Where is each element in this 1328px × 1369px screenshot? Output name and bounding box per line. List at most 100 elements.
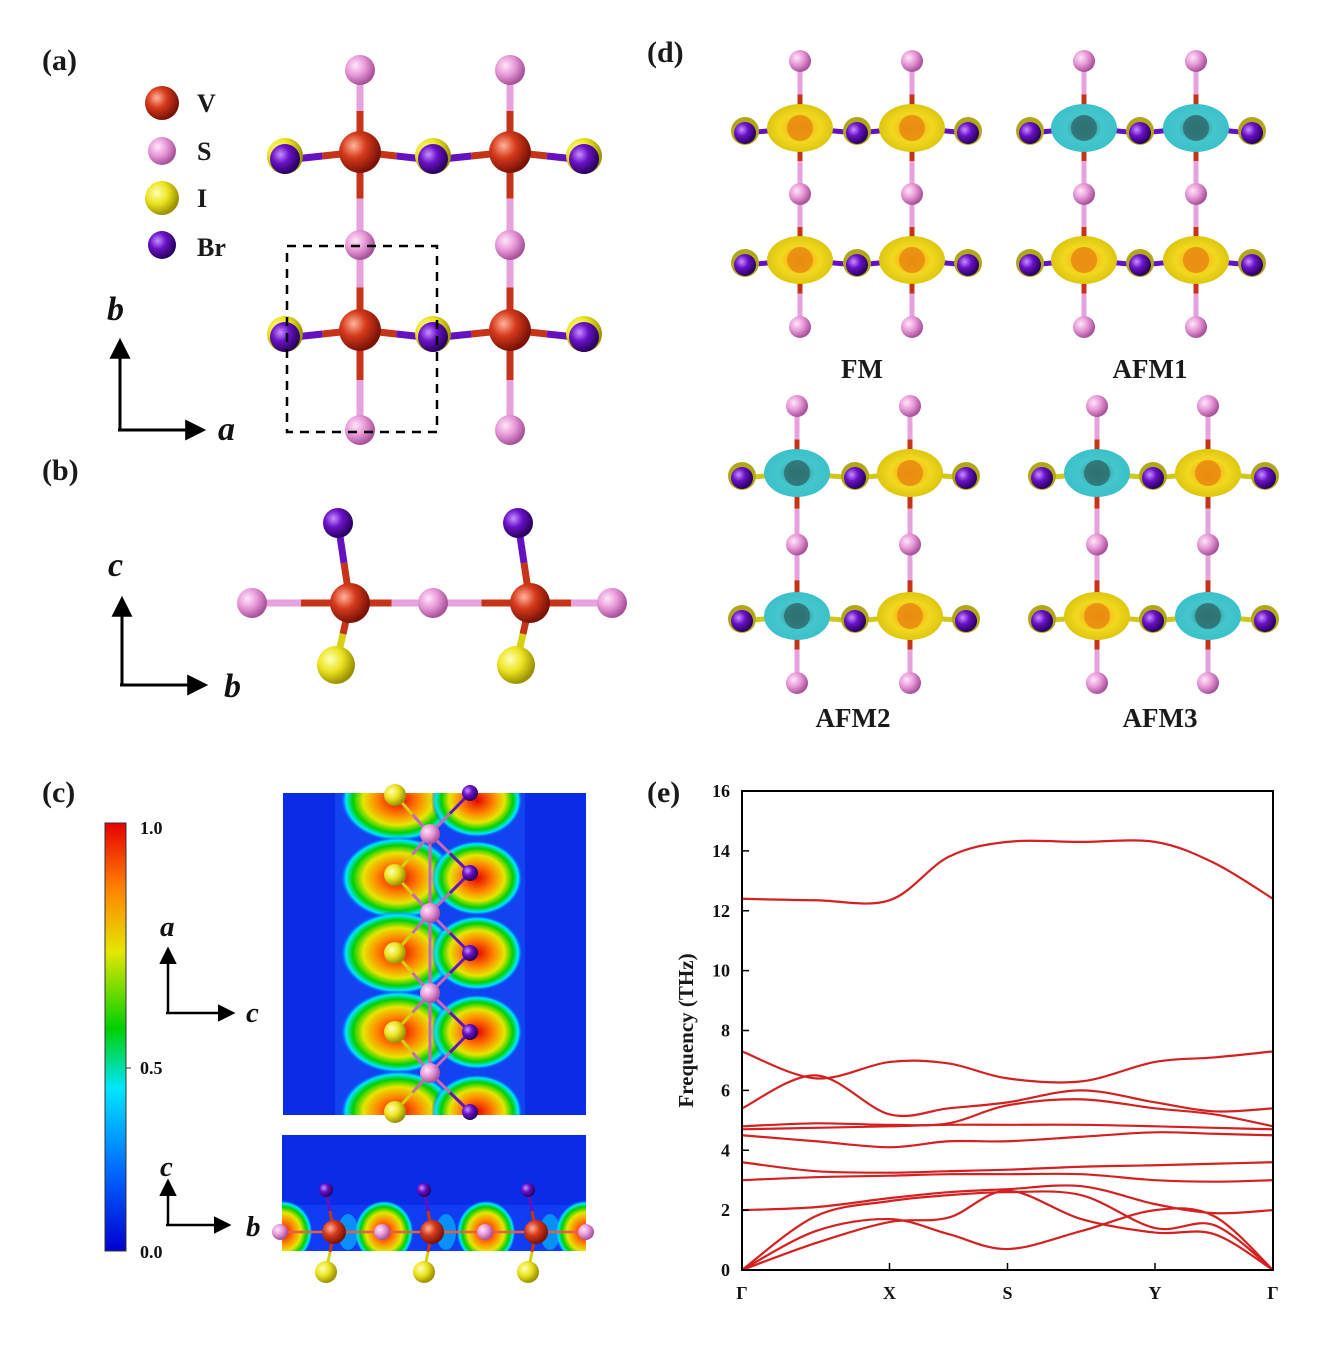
- elf-lobe: [555, 1200, 586, 1251]
- v-atom: [1195, 603, 1221, 629]
- axes-b: c b: [108, 547, 241, 705]
- config-label-afm1: AFM1: [1113, 354, 1188, 384]
- s-atom: [901, 50, 923, 72]
- i-atom: [317, 646, 355, 684]
- axis-c2-c-label: c: [160, 1151, 173, 1183]
- y-tick-label: 8: [721, 1021, 730, 1041]
- i-atom: [384, 784, 406, 806]
- s-atom: [420, 824, 440, 844]
- br-atom: [418, 144, 448, 174]
- v-atom: [489, 309, 531, 351]
- s-atom: [477, 1224, 493, 1240]
- s-atom: [345, 55, 375, 85]
- br-atom: [1129, 254, 1151, 276]
- config-label-fm: FM: [841, 354, 883, 384]
- phonon-branch-8: [741, 1123, 1274, 1131]
- axes-c-bottom: c b: [159, 1151, 261, 1243]
- br-atom: [569, 144, 599, 174]
- legend-s-label: S: [197, 137, 211, 166]
- br-atom: [734, 254, 756, 276]
- x-tick-label: Γ: [1267, 1283, 1278, 1303]
- v-atom: [899, 247, 925, 273]
- phonon-branch-7: [741, 1131, 1274, 1149]
- phonon-branch-9: [741, 1098, 1274, 1128]
- y-tick-label: 0: [721, 1260, 730, 1280]
- axis-a-label: a: [218, 411, 235, 448]
- v-atom: [1071, 115, 1097, 141]
- v-atom: [339, 309, 381, 351]
- br-atom: [734, 122, 756, 144]
- s-atom: [1086, 395, 1108, 417]
- br-atom: [731, 467, 753, 489]
- v-atom: [1183, 247, 1209, 273]
- s-atom: [901, 183, 923, 205]
- s-atom: [789, 50, 811, 72]
- elf-map-bottom: [282, 1135, 586, 1251]
- br-atom: [955, 467, 977, 489]
- axis-c-label: c: [108, 547, 123, 584]
- phonon-branch-1: [741, 1189, 1274, 1272]
- panel-label-e: (e): [647, 776, 680, 809]
- axis-c1-a-label: a: [160, 911, 175, 943]
- x-tick-label: X: [883, 1283, 896, 1303]
- br-atom: [957, 122, 979, 144]
- structure-top-view: [267, 55, 602, 445]
- i-atom: [384, 942, 406, 964]
- s-atom: [374, 1224, 390, 1240]
- i-atom: [384, 864, 406, 886]
- colorbar-max: 1.0: [140, 818, 163, 838]
- chart-ylabel: Frequency (THz): [674, 953, 698, 1107]
- legend-i-label: I: [197, 184, 207, 213]
- s-atom: [1185, 50, 1207, 72]
- s-atom: [495, 55, 525, 85]
- br-atom: [1031, 467, 1053, 489]
- br-atom: [1019, 254, 1041, 276]
- v-atom: [1084, 460, 1110, 486]
- s-atom: [418, 588, 448, 618]
- s-atom: [272, 1224, 288, 1240]
- s-atom: [1086, 672, 1108, 694]
- s-atom: [597, 588, 627, 618]
- br-atom: [844, 610, 866, 632]
- br-atom: [503, 508, 533, 538]
- y-tick-label: 6: [721, 1080, 730, 1100]
- v-atom: [1195, 460, 1221, 486]
- v-atom: [1084, 603, 1110, 629]
- s-atom: [1197, 395, 1219, 417]
- s-atom: [420, 983, 440, 1003]
- s-atom: [1073, 316, 1095, 338]
- br-atom: [521, 1183, 535, 1197]
- br-atom: [846, 122, 868, 144]
- axis-c1-c-label: c: [246, 997, 259, 1029]
- element-legend: V S I Br: [145, 86, 226, 262]
- axes-c-top: a c: [159, 911, 259, 1029]
- i-atom: [413, 1261, 435, 1283]
- elf-lobe: [282, 1200, 313, 1251]
- i-atom: [384, 1021, 406, 1043]
- legend-s-atom: [148, 137, 176, 165]
- axis-b-label: b: [107, 291, 124, 328]
- panel-label-b: (b): [42, 454, 79, 487]
- plot-frame: [741, 790, 1274, 1271]
- v-atom: [330, 583, 370, 623]
- s-atom: [899, 395, 921, 417]
- br-atom: [731, 610, 753, 632]
- s-atom: [899, 533, 921, 556]
- br-atom: [1142, 467, 1164, 489]
- axes-a: b a: [107, 291, 235, 448]
- y-tick-label: 10: [712, 961, 730, 981]
- br-atom: [1129, 122, 1151, 144]
- elf-atoms-bottom: [272, 1183, 594, 1283]
- s-atom: [901, 316, 923, 338]
- s-atom: [237, 588, 267, 618]
- br-atom: [846, 254, 868, 276]
- elf-lobe: [431, 793, 523, 838]
- br-atom: [270, 322, 300, 352]
- br-atom: [462, 1024, 478, 1040]
- br-atom: [462, 865, 478, 881]
- panel-label-c: (c): [42, 776, 75, 809]
- elf-lobe: [431, 840, 523, 916]
- v-atom: [420, 1220, 444, 1244]
- legend-v-label: V: [197, 89, 216, 118]
- s-atom: [345, 415, 375, 445]
